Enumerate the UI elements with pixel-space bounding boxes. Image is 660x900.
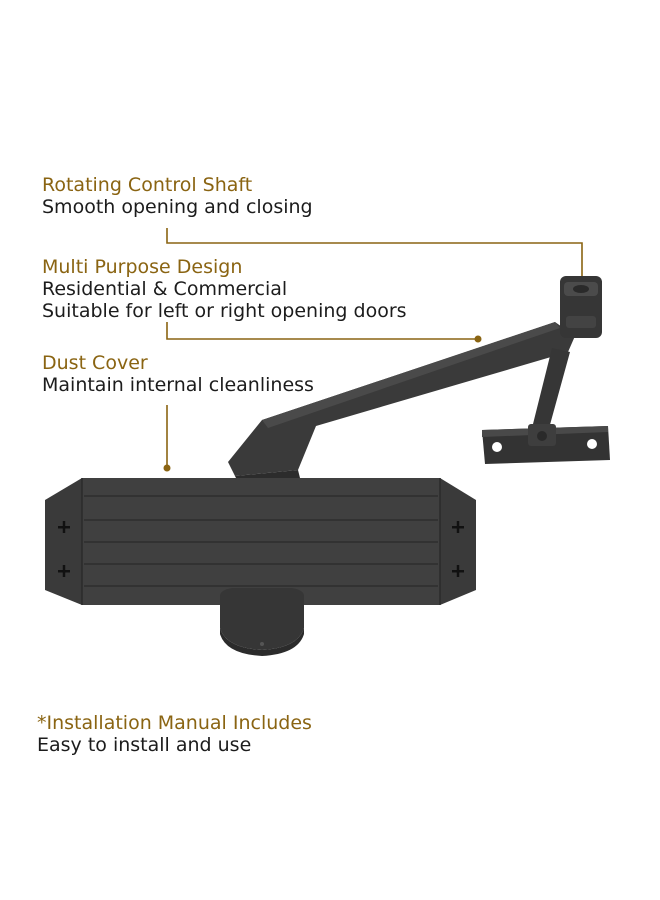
callout-dot-dust-cover [163,464,171,472]
callout-line-rotating-shaft [166,228,583,283]
note-title: *Installation Manual Includes [37,712,312,734]
door-closer-body [45,478,476,656]
callout-lines [163,228,586,472]
feature-title: Dust Cover [42,352,148,374]
feature-dust-cover: Dust Cover Maintain internal cleanliness [42,352,314,396]
door-closer-arm [228,276,610,482]
feature-title: Multi Purpose Design [42,256,243,278]
note-description: Easy to install and use [37,734,252,756]
installation-note: *Installation Manual Includes Easy to in… [37,712,312,756]
feature-multi-purpose-design: Multi Purpose Design Residential & Comme… [42,256,407,322]
callout-dot-multi-purpose [474,335,482,343]
screw-icons [58,521,464,577]
callout-line-multi-purpose [166,322,478,340]
feature-description: Suitable for left or right opening doors [42,300,407,322]
feature-rotating-control-shaft: Rotating Control Shaft Smooth opening an… [42,174,313,218]
feature-description: Maintain internal cleanliness [42,374,314,396]
feature-description: Smooth opening and closing [42,196,313,218]
feature-title: Rotating Control Shaft [42,174,253,196]
feature-description: Residential & Commercial [42,278,288,300]
